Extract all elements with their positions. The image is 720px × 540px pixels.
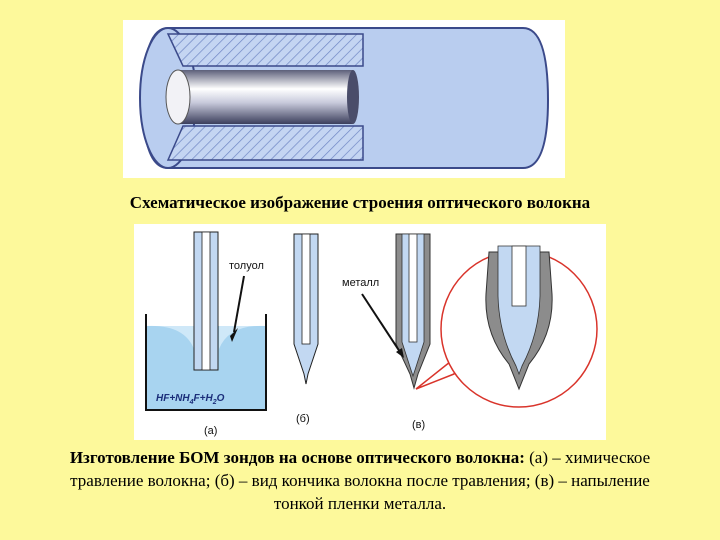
solution-label: HF+NH4F+H2O: [156, 393, 225, 406]
fiber-structure-caption: Схематическое изображение строения оптич…: [129, 193, 591, 212]
beaker-outline: [145, 314, 267, 411]
fiber-core-back: [347, 70, 359, 124]
toluene-label: толуол: [229, 260, 264, 272]
fiber-core: [178, 70, 353, 124]
toluene-arrowhead: [230, 328, 238, 342]
coated-fiber-core: [408, 233, 418, 343]
cladding-hatched-bottom: [166, 125, 364, 161]
magnified-fiber: [497, 245, 541, 376]
fiber-core-end: [165, 69, 191, 125]
panel-c-label: (в): [412, 419, 425, 431]
metal-label: металл: [342, 277, 379, 289]
fiber-structure-svg: [139, 27, 550, 169]
probe-fabrication-caption: Изготовление БОМ зондов на основе оптиче…: [60, 446, 660, 515]
magnified-core: [511, 245, 527, 307]
panel-a-label: (а): [204, 425, 217, 437]
metal-arrow: [361, 293, 401, 353]
metal-arrowhead: [396, 348, 404, 358]
caption-rest-part: (а) – химическое травление волокна; (б) …: [70, 448, 651, 513]
probe-etching-figure: толуол HF+NH4F+H2O (а) (б) металл (в): [134, 224, 606, 440]
etched-fiber-core: [301, 233, 311, 345]
toluene-arrow: [233, 275, 245, 333]
caption-bold-part: Изготовление БОМ зондов на основе оптиче…: [69, 448, 525, 467]
fiber-structure-figure: [123, 20, 565, 178]
fiber-core-in-beaker: [201, 231, 211, 371]
panel-b-label: (б): [296, 413, 310, 425]
probe-etching-svg: толуол HF+NH4F+H2O (а) (б) металл (в): [145, 231, 598, 437]
cladding-hatched: [166, 33, 364, 67]
